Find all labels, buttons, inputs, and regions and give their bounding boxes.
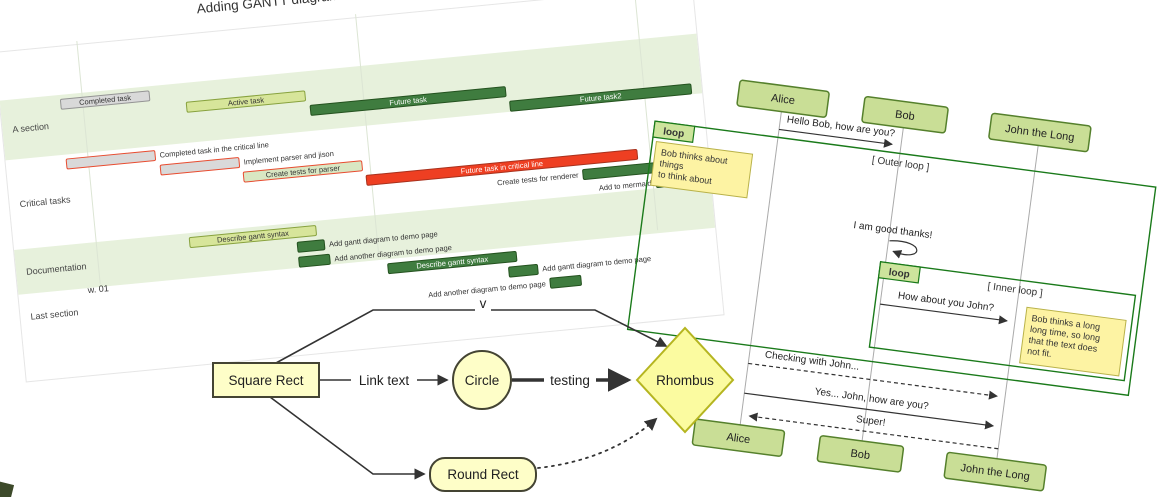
edge-label-link-text: Link text bbox=[359, 373, 410, 388]
node-label: Circle bbox=[465, 373, 500, 388]
note-text: not fit. bbox=[1027, 346, 1053, 359]
note-box bbox=[650, 140, 754, 199]
message-arrow bbox=[778, 128, 893, 148]
actor-label: Bob bbox=[894, 109, 915, 123]
outer-loop-tab bbox=[652, 120, 696, 143]
note-text: things bbox=[659, 158, 685, 171]
edge-label-bg bbox=[351, 370, 417, 389]
gantt-section-label: A section bbox=[12, 121, 50, 135]
actor-label: Alice bbox=[726, 431, 751, 446]
message-label: How about you John? bbox=[897, 290, 995, 314]
actor-box-bob-top bbox=[861, 96, 949, 134]
message-arrow bbox=[744, 392, 995, 430]
gantt-section-label: Last section bbox=[30, 306, 79, 322]
node-square-rect bbox=[212, 362, 320, 398]
lifeline-alice bbox=[739, 111, 782, 425]
message-label: I am good thanks! bbox=[853, 220, 933, 241]
edge-roundrect-to-rhombus-dotted bbox=[537, 417, 658, 469]
inner-loop-frame bbox=[868, 261, 1137, 382]
self-message-arrow bbox=[889, 240, 918, 259]
actor-box-john-top bbox=[988, 112, 1092, 153]
edge-label-bg bbox=[544, 370, 596, 389]
actor-box-alice-bottom bbox=[691, 418, 786, 457]
actor-box-bob-bottom bbox=[816, 435, 905, 473]
actor-box-john-bottom bbox=[943, 451, 1047, 492]
message-arrow bbox=[748, 362, 998, 400]
node-label: Rhombus bbox=[656, 373, 714, 388]
inner-loop-title: [ Inner loop ] bbox=[987, 281, 1044, 299]
node-label: Round Rect bbox=[447, 467, 519, 482]
lifeline-john bbox=[996, 145, 1039, 459]
actor-box-alice-top bbox=[736, 79, 830, 118]
inner-loop-tab bbox=[877, 261, 921, 284]
node-label: Square Rect bbox=[228, 373, 303, 388]
note-box bbox=[1019, 306, 1127, 377]
message-label: Super! bbox=[855, 414, 886, 429]
node-circle bbox=[452, 350, 512, 410]
outer-loop-frame bbox=[626, 120, 1157, 397]
edge-label-testing: testing bbox=[550, 373, 590, 388]
edge-squarerect-to-roundrect bbox=[269, 396, 426, 480]
actor-label: Bob bbox=[850, 448, 871, 462]
node-rhombus bbox=[635, 326, 735, 434]
edge-label-v: v bbox=[480, 296, 487, 311]
gantt-task-bar bbox=[549, 274, 583, 289]
outer-loop-title: [ Outer loop ] bbox=[871, 155, 930, 173]
collage-corner-artifact bbox=[0, 481, 15, 497]
gantt-title: Adding GANTT diagram functionality to me… bbox=[0, 0, 690, 36]
actor-label: Alice bbox=[770, 92, 795, 107]
node-round-rect bbox=[429, 457, 537, 492]
lifeline-bob bbox=[861, 127, 904, 442]
outer-loop-tab-label: loop bbox=[662, 126, 684, 140]
sequence-diagram: Hello Bob, how are you? loop [ Outer loo… bbox=[596, 60, 1165, 497]
edge-label-bg bbox=[475, 294, 491, 312]
flowchart-diagram: v Link text testing Square Rect Circle R… bbox=[180, 288, 740, 497]
message-arrow bbox=[880, 303, 1008, 325]
inner-loop-tab-label: loop bbox=[888, 267, 910, 281]
message-label: Yes... John, how are you? bbox=[814, 386, 930, 412]
